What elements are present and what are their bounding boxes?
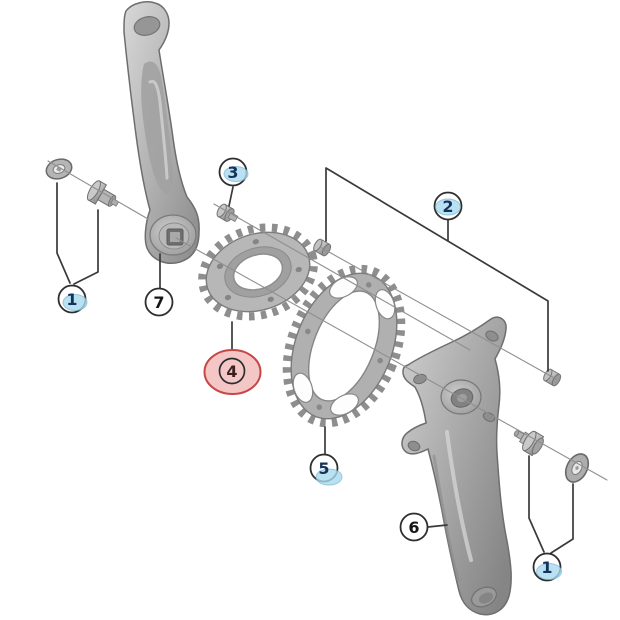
crank-arm-right-shadow: [432, 454, 460, 582]
leader-1-left-b: [73, 209, 99, 285]
callout-5[interactable]: 5: [309, 453, 343, 486]
assembly-axis-lines: [47, 160, 608, 481]
chainring-small-bolt-hole: [224, 294, 232, 301]
leader-6: [427, 524, 448, 528]
axis-line-spindle: [175, 237, 608, 481]
bolt-left: [86, 180, 120, 207]
chainring-small: [198, 223, 318, 321]
callout-5-highlight: [315, 468, 343, 486]
axis-line-bolt3: [213, 203, 471, 351]
crank-arm-right-body: [401, 316, 512, 616]
leader-lines: [56, 167, 574, 554]
callout-6[interactable]: 6: [399, 512, 429, 542]
callout-3-highlight: [223, 166, 249, 182]
chainring-nut-right: [543, 368, 562, 387]
callout-1-right[interactable]: 1: [532, 552, 562, 582]
callout-2[interactable]: 2: [433, 191, 463, 221]
leader-1-right-a: [528, 455, 545, 553]
callout-7[interactable]: 7: [144, 287, 174, 317]
callout-6-number: 6: [408, 518, 419, 537]
leader-1-left-a: [56, 182, 71, 284]
spider-arm-hole: [407, 440, 421, 452]
chainring-large-bolt-hole: [365, 282, 372, 288]
washer-right-star: [575, 465, 579, 471]
callout-4-number: 4: [226, 362, 237, 381]
axis-line-left-group: [47, 160, 149, 220]
callout-4-red-highlight: [203, 349, 262, 395]
crank-arm-right-highlight: [445, 430, 473, 562]
bolt-small-top: [216, 203, 239, 223]
chainring-large-bolt-hole: [305, 328, 311, 335]
chainring-small-bolt-hole: [216, 263, 224, 269]
spider-arm-hole: [485, 330, 499, 342]
chainring-large-bolt-hole: [377, 357, 383, 364]
callout-1-left-number: 1: [66, 290, 77, 309]
leader-1-right-b: [550, 483, 574, 554]
axis-line-chainring-bolts: [319, 246, 557, 380]
chainring-small-teeth: [198, 223, 318, 321]
callout-1-left-highlight: [62, 294, 88, 311]
chainring-large-cutout: [374, 289, 396, 320]
leader-2-bracket: [325, 167, 549, 372]
washer-right: [564, 453, 590, 483]
chainring-large-center-hole: [308, 290, 380, 402]
chainring-small-bolt-hole: [295, 266, 302, 273]
callout-3[interactable]: 3: [218, 157, 249, 187]
callout-7-circle: [144, 287, 174, 317]
callout-1-left[interactable]: 1: [57, 284, 88, 314]
chainring-small-center-hole: [232, 253, 284, 291]
callout-7-number: 7: [153, 293, 164, 312]
washer-left: [45, 158, 73, 180]
crank-arm-left: [123, 1, 200, 264]
callout-6-circle: [399, 512, 429, 542]
chainring-large-cutout: [292, 372, 314, 403]
square-taper-hole-inner: [170, 232, 180, 242]
chainring-large-cutout: [330, 393, 360, 416]
callout-1-right-number: 1: [541, 558, 552, 577]
crank-arm-right: [401, 316, 512, 616]
callout-2-number: 2: [442, 197, 453, 216]
pedal-hole-right-inner: [478, 592, 494, 604]
callout-2-highlight: [435, 198, 461, 216]
callout-3-number: 3: [227, 163, 238, 182]
chainring-small-bolt-hole: [267, 296, 274, 302]
chainring-large: [282, 264, 406, 428]
chainring-large-teeth: [282, 264, 406, 428]
callout-4-circle: [218, 357, 246, 385]
leader-3: [228, 186, 234, 207]
callout-5-number: 5: [318, 459, 329, 478]
callout-1-right-highlight: [536, 563, 562, 580]
pedal-hole-left: [133, 16, 161, 36]
chainring-large-bolt-hole: [316, 404, 323, 410]
chainring-small-bolt-hole: [252, 239, 259, 245]
crank-arm-left-highlight: [148, 79, 169, 180]
callout-4-selected[interactable]: 4: [203, 349, 262, 395]
